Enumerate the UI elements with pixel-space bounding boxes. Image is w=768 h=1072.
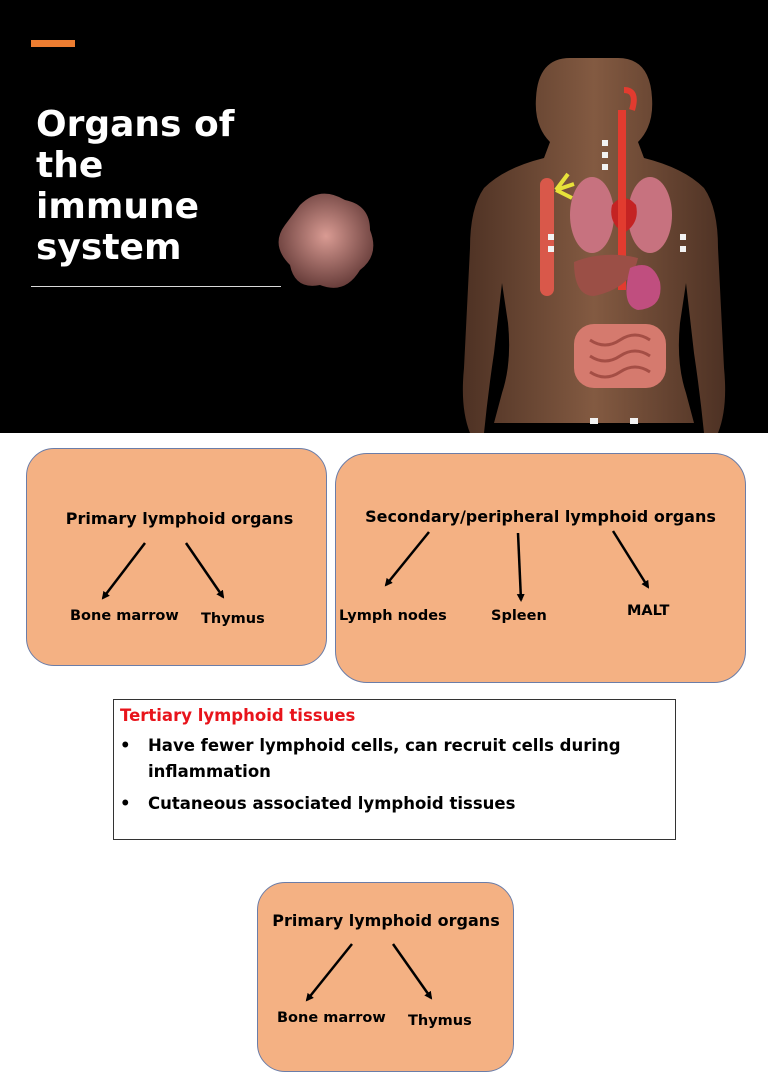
- arrow-to-lymph-nodes: [384, 531, 430, 587]
- cell-blob: [278, 193, 374, 288]
- accent-bar: [31, 40, 75, 47]
- arrow-to-thymus-repeat: [391, 943, 433, 1000]
- tertiary-lymphoid-box: Tertiary lymphoid tissues • Have fewer ly…: [113, 699, 676, 840]
- slide-title: Organs of the immune system: [36, 104, 286, 268]
- bone-marrow-label: Bone marrow: [70, 608, 179, 624]
- arrow-to-bone-marrow-repeat: [305, 943, 353, 1002]
- primary-heading: Primary lymphoid organs: [65, 509, 294, 528]
- arrow-to-thymus: [184, 542, 225, 599]
- human-body-illustration: [278, 58, 726, 433]
- thymus-label: Thymus: [201, 611, 265, 627]
- bullet-item: • Have fewer lymphoid cells, can recruit …: [114, 733, 669, 785]
- primary-lymphoid-box: [26, 448, 327, 666]
- arrow-layer: [101, 530, 650, 1002]
- lymph-nodes-label: Lymph nodes: [339, 608, 447, 624]
- title-slide: Organs of the immune system: [0, 0, 768, 433]
- tertiary-heading: Tertiary lymphoid tissues: [120, 706, 356, 725]
- bullet-icon: •: [120, 736, 131, 755]
- secondary-heading: Secondary/peripheral lymphoid organs: [365, 507, 716, 526]
- bullet-text: Have fewer lymphoid cells, can recruit c…: [148, 736, 621, 781]
- spleen-label: Spleen: [491, 608, 547, 624]
- primary-heading-repeat: Primary lymphoid organs: [272, 911, 500, 930]
- arrow-to-spleen: [516, 532, 525, 602]
- title-line: immune: [36, 186, 200, 227]
- malt-label: MALT: [627, 603, 670, 619]
- arrow-to-bone-marrow: [101, 542, 146, 600]
- bullet-item: • Cutaneous associated lymphoid tissues: [114, 791, 669, 817]
- title-line: the: [36, 145, 104, 186]
- title-line: system: [36, 227, 182, 268]
- title-line: Organs of: [36, 104, 235, 145]
- tertiary-bullet-list: • Have fewer lymphoid cells, can recruit …: [114, 733, 669, 823]
- secondary-lymphoid-box: [335, 453, 746, 683]
- bone-marrow-label-repeat: Bone marrow: [277, 1010, 386, 1026]
- arrow-to-malt: [611, 530, 650, 589]
- bullet-text: Cutaneous associated lymphoid tissues: [148, 794, 516, 813]
- bullet-icon: •: [120, 794, 131, 813]
- title-divider: [31, 286, 281, 287]
